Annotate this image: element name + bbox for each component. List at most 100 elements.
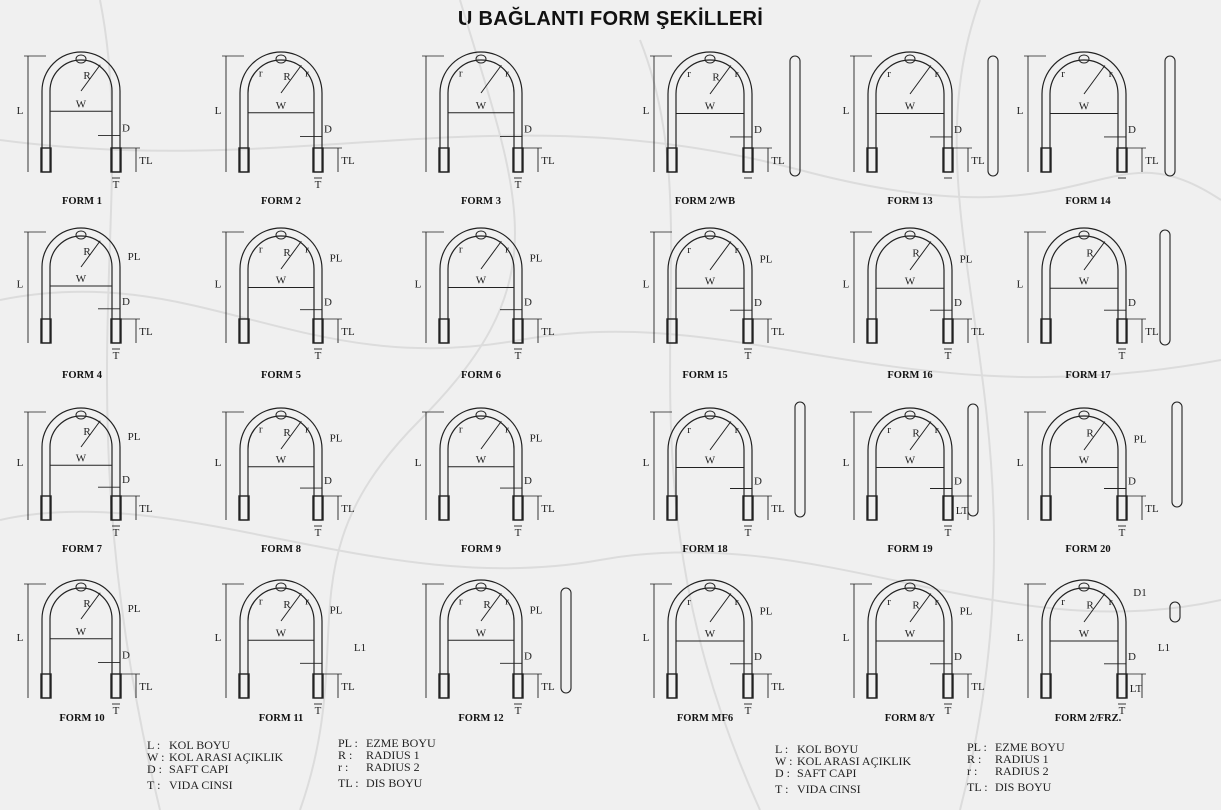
radius-arrow xyxy=(80,420,101,448)
bolt-outline xyxy=(239,51,323,172)
radius-arrow xyxy=(80,240,101,268)
thread-left xyxy=(866,495,878,521)
dim-label-r: r xyxy=(505,67,509,79)
dim-label-D: D xyxy=(754,124,762,136)
dim-label-D: D xyxy=(754,297,762,309)
bolt-inner-outline xyxy=(49,59,113,172)
dim-label-L: L xyxy=(215,632,222,644)
dim-label-D: D xyxy=(324,123,332,135)
form-caption: FORM 10 xyxy=(59,713,104,724)
legend-row: PL :EZME BOYU xyxy=(967,740,1065,754)
dim-label-TL: TL xyxy=(971,681,985,693)
form-caption: FORM 12 xyxy=(458,713,503,724)
section-marker xyxy=(704,230,716,240)
dim-label-r: r xyxy=(459,423,463,435)
dim-label-W: W xyxy=(1079,628,1090,640)
dim-label-L: L xyxy=(1017,632,1024,644)
dim-label-R: R xyxy=(912,428,920,440)
texture-stroke xyxy=(99,0,161,810)
side-profiles xyxy=(560,55,1183,694)
bolt-outline xyxy=(1041,227,1127,343)
thread-right xyxy=(942,673,954,699)
dim-label-TL: TL xyxy=(971,155,985,167)
form-caption: FORM 8 xyxy=(261,544,301,555)
dim-label-W: W xyxy=(476,275,487,287)
form-caption: FORM 20 xyxy=(1065,544,1110,555)
dim-label-TL: TL xyxy=(341,503,355,515)
dim-label-W: W xyxy=(705,101,716,113)
dim-label-TL: TL xyxy=(1145,155,1159,167)
dim-label-W: W xyxy=(905,101,916,113)
dim-label-PL: PL xyxy=(330,253,343,265)
dim-label-TL: TL xyxy=(139,681,153,693)
radius-arrow xyxy=(480,420,502,450)
dim-label-PL: PL xyxy=(760,605,773,617)
thread-right xyxy=(742,147,754,173)
dim-label-W: W xyxy=(1079,101,1090,113)
legend-row: R :RADIUS 1 xyxy=(338,748,420,762)
bolt-outline xyxy=(1041,51,1127,172)
bolt-inner-outline xyxy=(247,587,315,698)
dim-label-R: R xyxy=(912,600,920,612)
dim-label-TL: TL xyxy=(139,326,153,338)
section-marker xyxy=(475,230,487,240)
form-caption: FORM 5 xyxy=(261,370,301,381)
dim-label-R: R xyxy=(83,598,91,610)
dim-label-L: L xyxy=(215,457,222,469)
dim-label-D: D xyxy=(954,297,962,309)
dim-label-r: r xyxy=(305,67,309,79)
bolt-inner-outline xyxy=(675,587,745,698)
bolt-outline xyxy=(867,227,953,343)
dim-label-L: L xyxy=(215,105,222,117)
dim-label-r: r xyxy=(687,68,691,80)
dim-label-T: T xyxy=(1119,527,1126,539)
legend-left-col2: PL :EZME BOYU R :RADIUS 1 r :RADIUS 2 TL… xyxy=(338,737,436,789)
thread-left xyxy=(1040,673,1052,699)
radius-arrow xyxy=(480,592,502,622)
dim-label-PL: PL xyxy=(1134,433,1147,445)
legend-row: D :SAFT CAPI xyxy=(147,762,229,776)
dim-label-PL: PL xyxy=(530,605,543,617)
dim-label-PL: PL xyxy=(530,253,543,265)
radius-arrow xyxy=(280,592,302,622)
form-caption: FORM 6 xyxy=(461,370,501,381)
dim-label-L: L xyxy=(843,105,850,117)
texture-stroke xyxy=(0,290,1221,379)
thread-left xyxy=(438,318,450,344)
legend-row: W :KOL ARASI AÇIKLIK xyxy=(147,750,284,764)
side-profile-outline xyxy=(560,587,572,694)
dim-label-r: r xyxy=(305,423,309,435)
dim-label-PL: PL xyxy=(330,433,343,445)
bolt-inner-outline xyxy=(1049,235,1119,343)
bolt-outline xyxy=(667,407,753,520)
legend-row: r :RADIUS 2 xyxy=(967,764,1049,778)
dim-label-R: R xyxy=(483,599,491,611)
radius-arrow xyxy=(1083,241,1106,271)
dim-label-W: W xyxy=(476,100,487,112)
dim-label-T: T xyxy=(745,705,752,717)
dim-label-W: W xyxy=(905,455,916,467)
dim-label-LT: LT xyxy=(956,505,969,517)
bolt-inner-outline xyxy=(1049,415,1119,520)
thread-left xyxy=(666,673,678,699)
thread-right xyxy=(512,318,524,344)
dim-label-R: R xyxy=(912,248,920,260)
dim-label-W: W xyxy=(276,275,287,287)
thread-left xyxy=(866,147,878,173)
form-caption: FORM 4 xyxy=(62,370,103,381)
dim-label-r: r xyxy=(1061,68,1065,80)
dim-label-r: r xyxy=(887,68,891,80)
thread-right xyxy=(110,147,122,173)
